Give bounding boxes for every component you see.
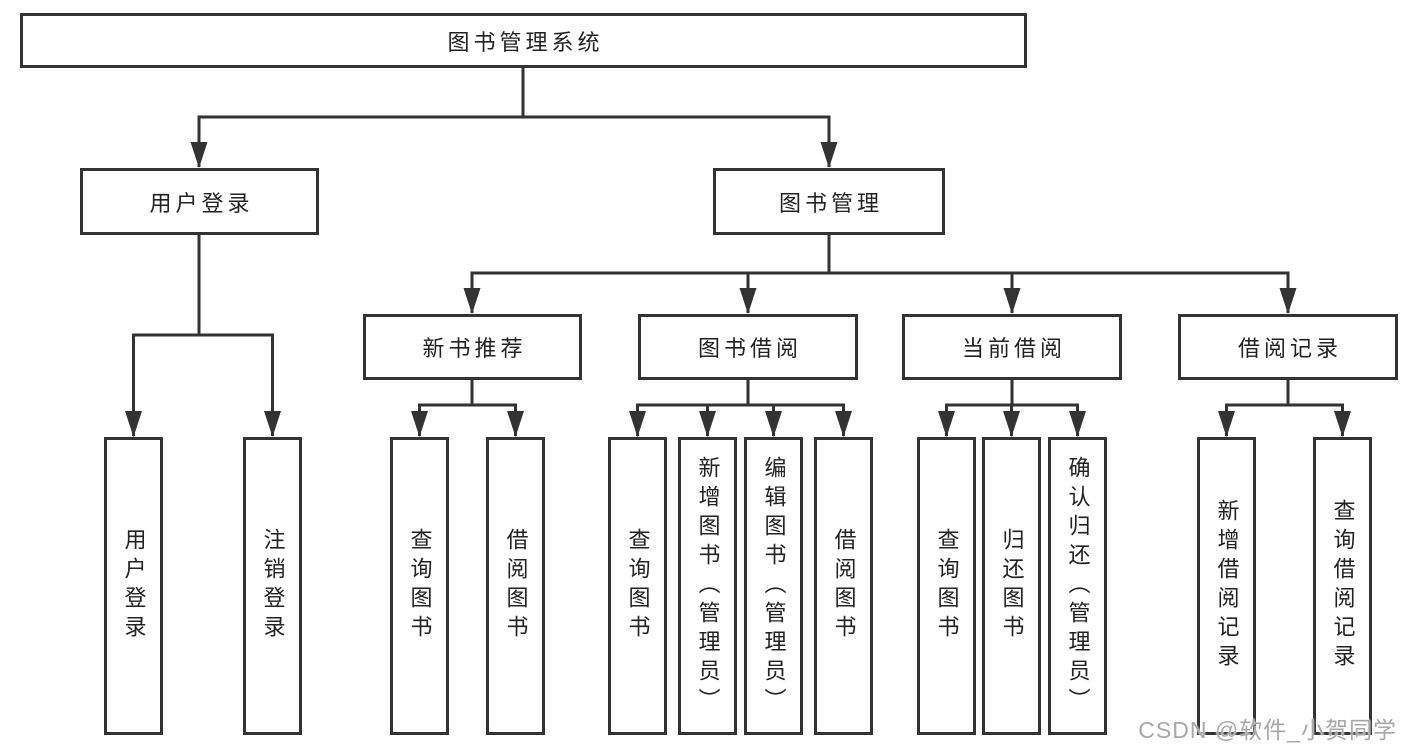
connector-newbook-branch [411,380,524,437]
node-borrow-records: 借阅记录 [1178,314,1398,380]
leaf-borrow-book-label: 借阅图书 [831,528,857,644]
node-book-borrow: 图书借阅 [638,314,858,380]
leaf-query-books-borrow: 查询图书 [608,437,667,735]
leaf-query-books-current-label: 查询图书 [934,528,960,644]
node-user-login: 用户登录 [80,168,319,235]
leaf-add-book-admin: 新增图书（管理员） [678,437,737,735]
leaf-confirm-return-admin-label: 确认归还（管理员） [1065,455,1091,717]
leaf-logout-label: 注销登录 [260,528,286,644]
leaf-borrow-books-recommend-label: 借阅图书 [503,528,529,644]
csdn-watermark: CSDN @软件_小贺同学 [1138,717,1397,743]
leaf-edit-book-admin-label: 编辑图书（管理员） [761,455,787,717]
node-new-book-recommend: 新书推荐 [363,314,582,380]
connector-borrowmgmt-branch [629,380,852,437]
leaf-logout: 注销登录 [243,437,302,735]
leaf-borrow-books-recommend: 借阅图书 [486,437,545,735]
leaf-user-login-label: 用户登录 [121,528,147,644]
leaf-return-book: 归还图书 [982,437,1041,735]
connector-userlogin-branch [125,235,281,437]
connector-borrowrecord-branch [1218,380,1351,437]
leaf-add-borrow-record-label: 新增借阅记录 [1214,499,1240,673]
leaf-add-book-admin-label: 新增图书（管理员） [695,455,721,717]
leaf-query-books-borrow-label: 查询图书 [625,528,651,644]
leaf-query-books-current: 查询图书 [917,437,976,735]
leaf-confirm-return-admin: 确认归还（管理员） [1048,437,1107,735]
leaf-user-login: 用户登录 [104,437,163,735]
connector-bookmgmt-branch [463,235,1297,314]
node-root-system: 图书管理系统 [20,13,1027,68]
leaf-query-borrow-record: 查询借阅记录 [1313,437,1372,735]
leaf-edit-book-admin: 编辑图书（管理员） [744,437,803,735]
leaf-borrow-book: 借阅图书 [814,437,873,735]
leaf-query-borrow-record-label: 查询借阅记录 [1330,499,1356,673]
leaf-query-books-recommend: 查询图书 [390,437,449,735]
leaf-add-borrow-record: 新增借阅记录 [1197,437,1256,735]
connector-root-to-level2 [190,68,838,168]
leaf-query-books-recommend-label: 查询图书 [407,528,433,644]
leaf-return-book-label: 归还图书 [999,528,1025,644]
node-current-borrow: 当前借阅 [902,314,1122,380]
connector-currentborrow-branch [938,380,1086,437]
node-book-management: 图书管理 [713,168,945,235]
